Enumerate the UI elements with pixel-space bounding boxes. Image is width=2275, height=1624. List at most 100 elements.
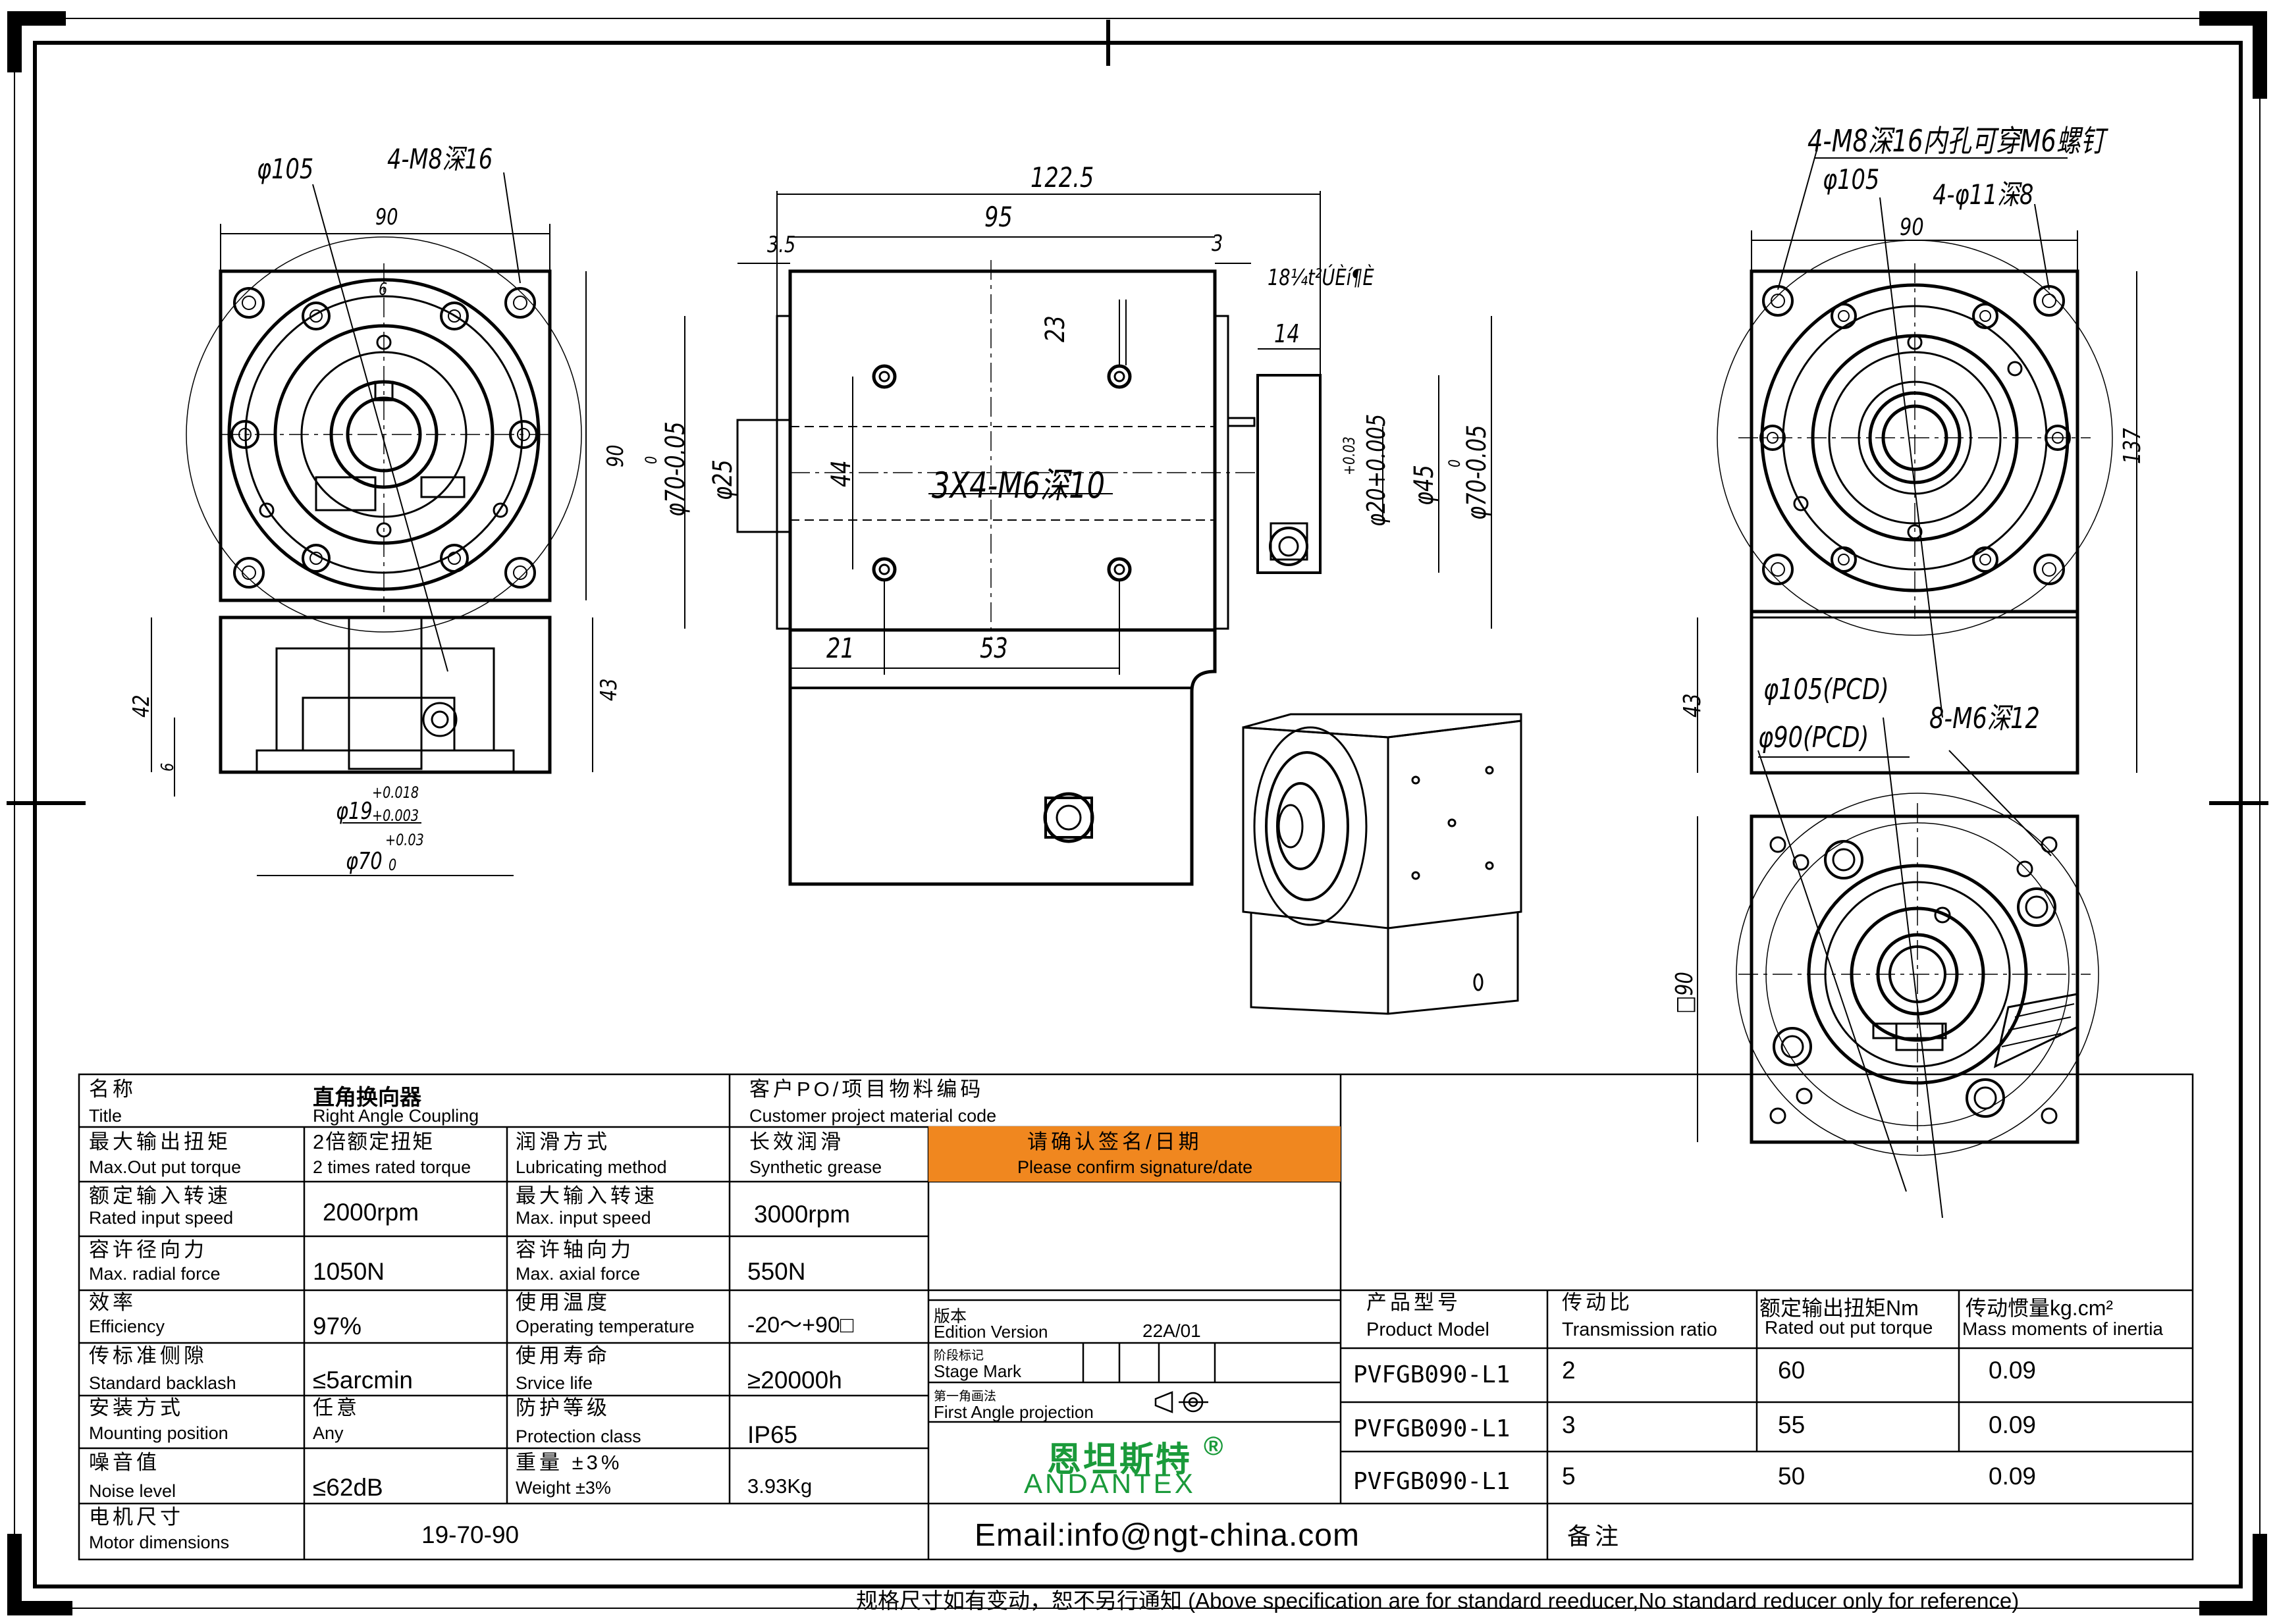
dim-right-h137: 137 <box>2119 428 2146 464</box>
spec-value: -20〜+90□ <box>747 1313 854 1338</box>
ratio-header-en: Transmission ratio <box>1562 1319 1717 1340</box>
spec-label-cn: 使用寿命 <box>516 1344 610 1367</box>
title-value-en: Right Angle Coupling <box>313 1106 479 1126</box>
spec-value-en: Any <box>313 1423 344 1443</box>
spec-value: ≤62dB <box>313 1474 383 1501</box>
confirm-label-en: Please confirm signature/date <box>1017 1157 1253 1177</box>
confirm-header-bg <box>928 1126 1341 1182</box>
spec-label-en: Weight ±3% <box>516 1478 611 1498</box>
dim-mid-l44: 44 <box>826 460 857 487</box>
title-label-en: Title <box>89 1106 122 1126</box>
spec-label-en: Standard backlash <box>89 1373 236 1393</box>
dim-left-shaft-dn: +0.003 <box>372 806 419 825</box>
dim-left-h43: 43 <box>596 678 622 701</box>
dim-mid-d20: φ20+0.005 <box>1362 413 1391 527</box>
dim-right-sq90: □90 <box>1671 972 1698 1014</box>
inertia-cell: 0.09 <box>1989 1463 2037 1490</box>
dim-right-h43: 43 <box>1679 693 1706 718</box>
inertia-cell: 0.09 <box>1989 1357 2037 1384</box>
spec-label-cn: 传标准侧隙 <box>89 1344 207 1367</box>
title-block-grid <box>78 1073 2194 1561</box>
spec-label-en: Efficiency <box>89 1317 165 1336</box>
spec-label-en: Protection class <box>516 1427 641 1446</box>
spec-label-en: Rated input speed <box>89 1208 234 1228</box>
dim-mid-d70-top: 0 <box>642 456 660 464</box>
dim-mid-d70: φ70-0.05 <box>660 421 691 517</box>
model-header-cn: 产品型号 <box>1366 1291 1461 1314</box>
dim-mid-l14: 14 <box>1274 319 1300 348</box>
spec-label-en: Noise level <box>89 1481 176 1501</box>
spec-label-cn: 使用温度 <box>516 1291 610 1314</box>
spec-value-en: Synthetic grease <box>749 1157 882 1177</box>
inertia-header-cn: 传动惯量kg.cm² <box>1966 1296 2114 1320</box>
spec-label-cn: 额定输入转速 <box>89 1184 231 1207</box>
model-header-en: Product Model <box>1366 1319 1489 1340</box>
dim-mid-d25: φ25 <box>708 459 738 500</box>
spec-label-cn: 容许径向力 <box>89 1238 207 1261</box>
spec-value: ≤5arcmin <box>313 1367 413 1394</box>
spec-label-cn: 噪音值 <box>89 1451 160 1474</box>
ratio-cell: 2 <box>1562 1357 1576 1384</box>
spec-label-cn: 最大输入转速 <box>516 1184 658 1207</box>
ratio-header-cn: 传动比 <box>1562 1291 1633 1314</box>
spec-label-cn: 润滑方式 <box>516 1130 610 1153</box>
dim-left-shaft-up: +0.018 <box>372 783 419 802</box>
spec-value: 3.93Kg <box>747 1475 813 1498</box>
spec-label-cn: 防护等级 <box>516 1396 610 1419</box>
company-logo-reg: ® <box>1204 1432 1225 1461</box>
dim-left-h6: 6 <box>158 762 178 772</box>
model-cell: PVFGB090-L1 <box>1353 1468 1511 1495</box>
spec-label-en: Max. axial force <box>516 1264 641 1284</box>
dim-mid-d20-top: +0.03 <box>1340 436 1358 475</box>
torque-header-cn: 额定输出扭矩Nm <box>1759 1296 1919 1320</box>
ratio-cell: 5 <box>1562 1463 1576 1490</box>
model-cell: PVFGB090-L1 <box>1353 1361 1511 1388</box>
projection-label-cn: 第一角画法 <box>934 1390 997 1403</box>
dim-mid-l23: 23 <box>1040 315 1071 342</box>
stage-label-cn: 阶段标记 <box>934 1349 984 1363</box>
spec-label-cn: 电机尺寸 <box>89 1506 184 1529</box>
torque-cell: 55 <box>1778 1411 1806 1438</box>
torque-header-en: Rated out put torque <box>1765 1317 1933 1338</box>
remarks-label: 备注 <box>1567 1523 1623 1550</box>
dim-right-pcd105: φ105(PCD) <box>1763 673 1889 706</box>
torque-cell: 60 <box>1778 1357 1806 1384</box>
inertia-header-en: Mass moments of inertia <box>1962 1319 2163 1339</box>
spec-label-en: Motor dimensions <box>89 1532 230 1552</box>
spec-label-en: Srvice life <box>516 1373 593 1393</box>
dim-right-holes: 4-M8深16内孔可穿M6螺钉 <box>1807 123 2105 159</box>
spec-value-en: 2 times rated torque <box>313 1157 471 1177</box>
dim-left-shaft: φ19 <box>336 798 373 825</box>
spec-value: ≥20000h <box>747 1367 842 1394</box>
title-value-cn: 直角换向器 <box>313 1085 421 1109</box>
confirm-label-cn: 请确认签名/日期 <box>1027 1130 1202 1153</box>
spec-value: 2000rpm <box>323 1199 419 1226</box>
spec-label-en: Max. input speed <box>516 1208 651 1228</box>
customer-label-en: Customer project material code <box>749 1106 997 1126</box>
spec-label-cn: 效率 <box>89 1291 136 1314</box>
drawing-frame <box>7 11 2268 1615</box>
dim-left-w90: 90 <box>375 204 398 230</box>
spec-label-en: Operating temperature <box>516 1317 695 1336</box>
dim-mid-d45: φ45 <box>1409 465 1439 506</box>
right-bottom-view <box>1697 717 2099 1218</box>
dim-right-holes11: 4-φ11深8 <box>1933 178 2034 211</box>
dim-left-b6: 6 <box>379 280 388 300</box>
edition-label-cn: 版本 <box>934 1307 967 1326</box>
dim-mid-d70r-top: 0 <box>1445 459 1464 467</box>
spec-value: 550N <box>747 1258 806 1285</box>
dim-mid-l35: 3.5 <box>767 232 796 258</box>
dim-mid-holes: 3X4-M6深10 <box>932 465 1106 506</box>
dim-mid-l18: 18¼t²ÚÈí¶È <box>1268 265 1374 291</box>
email-link[interactable]: Email:info@ngt-china.com <box>975 1518 1360 1553</box>
stage-label-en: Stage Mark <box>934 1361 1021 1381</box>
spec-value: IP65 <box>747 1421 798 1448</box>
spec-value-cn: 长效润滑 <box>749 1130 844 1153</box>
spec-value: 97% <box>313 1313 362 1340</box>
spec-label-en: Lubricating method <box>516 1157 667 1177</box>
company-logo-en: ANDANTEX <box>1024 1468 1196 1499</box>
dim-mid-l3: 3 <box>1212 230 1223 257</box>
dim-mid-l95: 95 <box>984 201 1013 233</box>
dim-left-d105: φ105 <box>257 153 314 185</box>
